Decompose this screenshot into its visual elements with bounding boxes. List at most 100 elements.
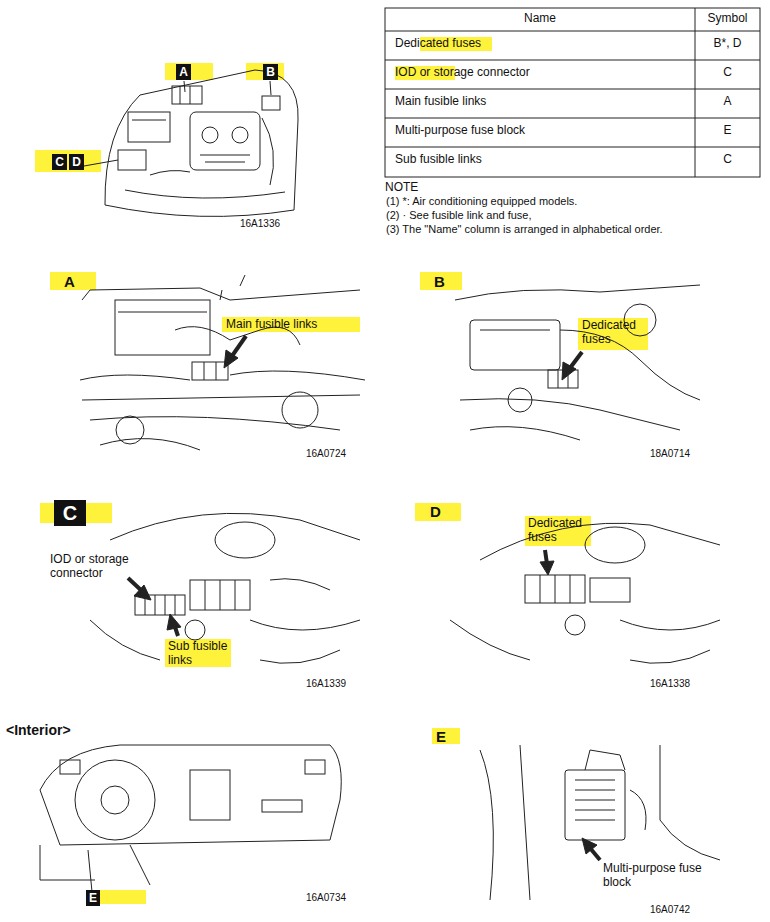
panel-d-drawing (450, 620, 720, 663)
panel-e-drawing (565, 770, 625, 840)
table-grid (385, 8, 760, 177)
table-cell: C (696, 66, 759, 80)
part-name: Dedicated fuses (528, 517, 592, 545)
highlight (86, 890, 146, 904)
panel-d-drawing (540, 575, 541, 603)
engine-bay-drawing (132, 120, 166, 121)
engine-bay-drawing (200, 155, 250, 162)
panel-b-drawing (508, 388, 532, 412)
dashboard-drawing (40, 845, 150, 885)
panel-c-drawing (235, 580, 236, 610)
table-grid (385, 8, 760, 177)
symbol-letter: C (63, 502, 77, 525)
engine-bay-drawing (270, 81, 271, 95)
symbol-letter: D (72, 155, 81, 169)
panel-c-drawing (215, 522, 275, 558)
engine-bay-drawing (172, 86, 202, 104)
panel-letter: B (434, 273, 445, 290)
symbol-letter: E (89, 891, 97, 905)
table-cell: Multi-purpose fuse block (395, 124, 690, 138)
table-cell: A (696, 95, 759, 109)
panel-e-drawing (575, 790, 615, 791)
panel-a-drawing (220, 275, 245, 300)
highlight (525, 516, 591, 546)
table-cell: IOD or storage connector (395, 66, 690, 80)
figure-number: 16A1336 (240, 218, 280, 230)
panel-d-drawing (565, 615, 585, 635)
arrowhead (134, 585, 151, 600)
engine-bay-drawing (105, 70, 298, 210)
panel-d-drawing (450, 523, 720, 663)
panel-c-drawing (190, 580, 250, 610)
panel-b-drawing (455, 285, 700, 440)
note-text: (2) · See fusible link and fuse, (386, 209, 766, 222)
panel-a-drawing (216, 362, 217, 380)
table-grid (385, 147, 760, 148)
engine-bay-drawing (105, 205, 294, 216)
highlight (50, 272, 96, 290)
symbol-box: C (54, 500, 86, 526)
dashboard-drawing (75, 760, 155, 840)
symbol-letter: B (266, 65, 275, 79)
symbol-box: B (263, 64, 278, 80)
panel-e-drawing (575, 800, 615, 801)
note-heading: NOTE (385, 181, 418, 195)
section-heading: <Interior> (6, 722, 71, 738)
arrowhead (540, 561, 554, 575)
panel-b-drawing (470, 320, 560, 370)
panel-a-drawing (116, 416, 144, 444)
highlight (35, 150, 101, 172)
engine-bay-drawing (262, 96, 280, 110)
panel-e-drawing (480, 745, 720, 900)
panel-letter: A (64, 273, 75, 290)
figure-number: 16A1338 (650, 678, 690, 690)
engine-bay-drawing (150, 118, 274, 185)
panel-b-drawing (558, 370, 559, 388)
table-cell: C (696, 153, 759, 167)
arrow (232, 336, 246, 356)
table-header: Name (386, 12, 694, 26)
part-name: Sub fusible links (168, 640, 236, 668)
engine-bay-drawing (180, 86, 181, 104)
highlight (246, 63, 284, 80)
panel-d-drawing (555, 575, 556, 603)
engine-bay-drawing (184, 81, 185, 92)
panel-a-drawing (115, 300, 210, 355)
arrow (570, 352, 582, 368)
dashboard-drawing (101, 786, 129, 814)
panel-d-drawing (570, 575, 571, 603)
panel-letter: D (430, 503, 441, 520)
table-cell: E (696, 124, 759, 138)
table-grid (385, 89, 760, 90)
arrowhead (582, 838, 597, 854)
table-grid (385, 60, 760, 61)
engine-bay-drawing (232, 127, 248, 143)
part-name: Dedicated fuses (582, 319, 652, 347)
panel-a-drawing (80, 371, 365, 380)
symbol-letter: C (55, 155, 64, 169)
figure-number: 18A0714 (650, 448, 690, 460)
panel-b-drawing (460, 399, 680, 440)
figure-number: 16A1339 (306, 678, 346, 690)
dashboard-drawing (305, 760, 325, 774)
highlight (415, 503, 461, 521)
dashboard-drawing (88, 850, 92, 892)
symbol-box: A (176, 64, 191, 80)
figure-number: 16A0724 (306, 448, 346, 460)
symbol-box: D (69, 154, 84, 170)
panel-a-drawing (192, 362, 228, 380)
symbol-box: C (52, 154, 67, 170)
panel-d-drawing (525, 575, 585, 603)
figure-number: 16A0742 (650, 904, 690, 916)
engine-bay-drawing (190, 112, 260, 170)
dashboard-drawing (190, 770, 230, 820)
panel-e-drawing (575, 780, 615, 781)
table-cell: B*, D (696, 37, 759, 51)
highlight (35, 37, 648, 904)
engine-bay-drawing (128, 112, 170, 142)
engine-bay-drawing (202, 127, 218, 143)
table-grid (385, 31, 760, 32)
engine-bay-drawing (125, 190, 285, 198)
arrowhead (562, 362, 576, 380)
panel-e-drawing (575, 820, 615, 821)
